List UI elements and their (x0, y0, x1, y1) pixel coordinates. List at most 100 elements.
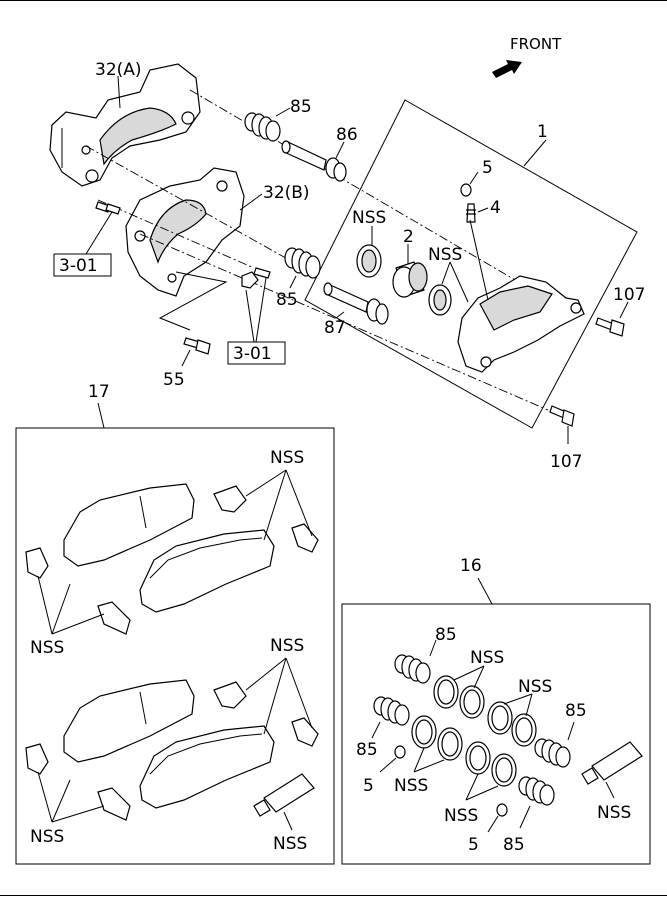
seal-kit-seals-b-label: NSS (518, 677, 552, 697)
seal-kit-seals-b-leader-2 (525, 693, 533, 717)
pad-lower-clips-label: NSS (270, 636, 304, 656)
seal-left-callout: NSS (352, 208, 386, 228)
grease-tube-pad-kit (253, 773, 315, 817)
bracket-a-leader (117, 75, 121, 109)
bolt-lower-callout: 107 (550, 452, 582, 472)
seal-kit-seals-a (433, 675, 485, 719)
seal-kit-number: 16 (460, 556, 482, 576)
piston-seal-left (356, 244, 382, 278)
seal-kit-cap-a-leader (379, 757, 397, 773)
shim-clips-lower-right (213, 681, 319, 747)
boot-upper (244, 112, 281, 142)
seal-kit-boot-c (534, 738, 571, 768)
pin-upper-callout: 86 (336, 125, 358, 145)
brake-pad-upper-rear (139, 529, 275, 613)
seal-kit-cap-a (394, 745, 406, 759)
seal-kit-seals-d-leader-2 (465, 785, 499, 801)
ref-right-leader (245, 289, 255, 343)
seal-kit-cap-b (496, 803, 508, 817)
seal-kit-seals-d-leader-1 (465, 773, 479, 801)
bracket-a-callout: 32(A) (95, 60, 142, 80)
ref-right-leader-2 (255, 277, 267, 343)
pad-upper-shims-label: NSS (30, 638, 64, 658)
brake-pad-lower-front (63, 679, 195, 763)
seal-kit-boot-b (373, 696, 410, 726)
bolt-upper-callout: 107 (613, 285, 645, 305)
pad-upper-clips-label: NSS (270, 448, 304, 468)
seal-kit-boot-a (394, 654, 431, 684)
seal-kit-grease-label: NSS (597, 803, 631, 823)
bracket-bolt-upper (95, 201, 121, 215)
cap-leader (469, 171, 479, 185)
seal-kit-seals-a-label: NSS (470, 648, 504, 668)
seal-kit-cap-a-label: 5 (363, 776, 374, 796)
bracket-b (125, 167, 245, 297)
pad-kit-number: 17 (88, 382, 110, 402)
seal-kit-seals-b (487, 701, 537, 747)
pad-lower-clips-leader-2 (263, 657, 287, 735)
pad-lower-shims-leader-1 (37, 771, 53, 823)
bracket-a (49, 63, 201, 187)
seal-kit-boot-d (518, 776, 555, 806)
pad-upper-clips-leader-3 (285, 469, 313, 537)
caliper-assembly-outline (304, 99, 638, 429)
seal-kit-seals-a-leader-2 (473, 665, 485, 689)
front-label: FRONT (510, 35, 562, 53)
bracket-b-callout: 32(B) (263, 183, 310, 203)
pad-kit-box (15, 427, 335, 865)
pad-lower-shims-label: NSS (30, 827, 64, 847)
centerline-4 (97, 199, 255, 269)
bracket-b-leader (239, 193, 263, 211)
caliper-leader (523, 139, 547, 167)
seal-kit-boot-c-leader (567, 721, 575, 741)
seal-kit-seals-c-leader-1 (413, 747, 425, 773)
bracket-bolt-55 (183, 337, 211, 355)
bracket-bolt-mid (253, 267, 271, 279)
pad-lower-shims-leader-3 (51, 805, 105, 823)
seal-right-leader (441, 261, 451, 285)
boot-upper-leader (275, 107, 291, 117)
ref-left-leader (85, 211, 113, 255)
front-indicator: FRONT (492, 35, 562, 78)
seal-kit-seals-c-label: NSS (394, 776, 428, 796)
bolt-55-leader (181, 349, 191, 367)
bleeder-callout: 4 (490, 198, 501, 218)
ref-left-callout: 3-01 (59, 256, 98, 276)
bolt-55-callout: 55 (163, 370, 185, 390)
slide-pin-upper (281, 140, 347, 182)
seal-kit-boot-a-label: 85 (435, 625, 457, 645)
ref-right-callout: 3-01 (233, 344, 272, 364)
seal-kit-boot-d-label: 85 (503, 835, 525, 855)
pin-upper-leader (335, 141, 345, 159)
bolt-55-guide (158, 271, 228, 331)
pin-lower-callout: 87 (324, 318, 346, 338)
pad-lower-shims-leader-2 (51, 779, 71, 823)
seal-right-callout: NSS (428, 245, 462, 265)
brake-pad-lower-rear (139, 725, 275, 809)
piston-callout: 2 (403, 227, 414, 247)
pin-lower-leader (335, 311, 345, 319)
shim-clips-upper-left (25, 547, 131, 635)
boot-mid (284, 247, 321, 279)
seal-kit-boot-a-leader (429, 639, 437, 657)
bleeder-leader (477, 207, 489, 213)
centerline-1 (85, 145, 301, 267)
boot-upper-callout: 85 (290, 97, 312, 117)
pad-upper-clips-leader-1 (245, 469, 287, 497)
seal-kit-box (341, 603, 651, 865)
pad-kit-leader (97, 402, 105, 429)
seal-kit-seals-d-label: NSS (444, 806, 478, 826)
grease-tube-seal-kit (581, 741, 643, 785)
seal-kit-seals-a-leader-1 (453, 665, 485, 681)
pad-lower-clips-leader-3 (285, 657, 313, 729)
pad-grease-leader (283, 811, 293, 831)
pad-upper-shims-leader-1 (37, 575, 53, 635)
seal-kit-boot-c-label: 85 (565, 701, 587, 721)
caliper-body (457, 219, 585, 373)
brake-pad-upper-front (63, 483, 195, 567)
pad-upper-shims-leader-3 (51, 613, 105, 635)
seal-kit-grease-leader (605, 781, 615, 799)
seal-kit-boot-b-leader (371, 721, 381, 739)
seal-kit-leader (477, 577, 493, 605)
